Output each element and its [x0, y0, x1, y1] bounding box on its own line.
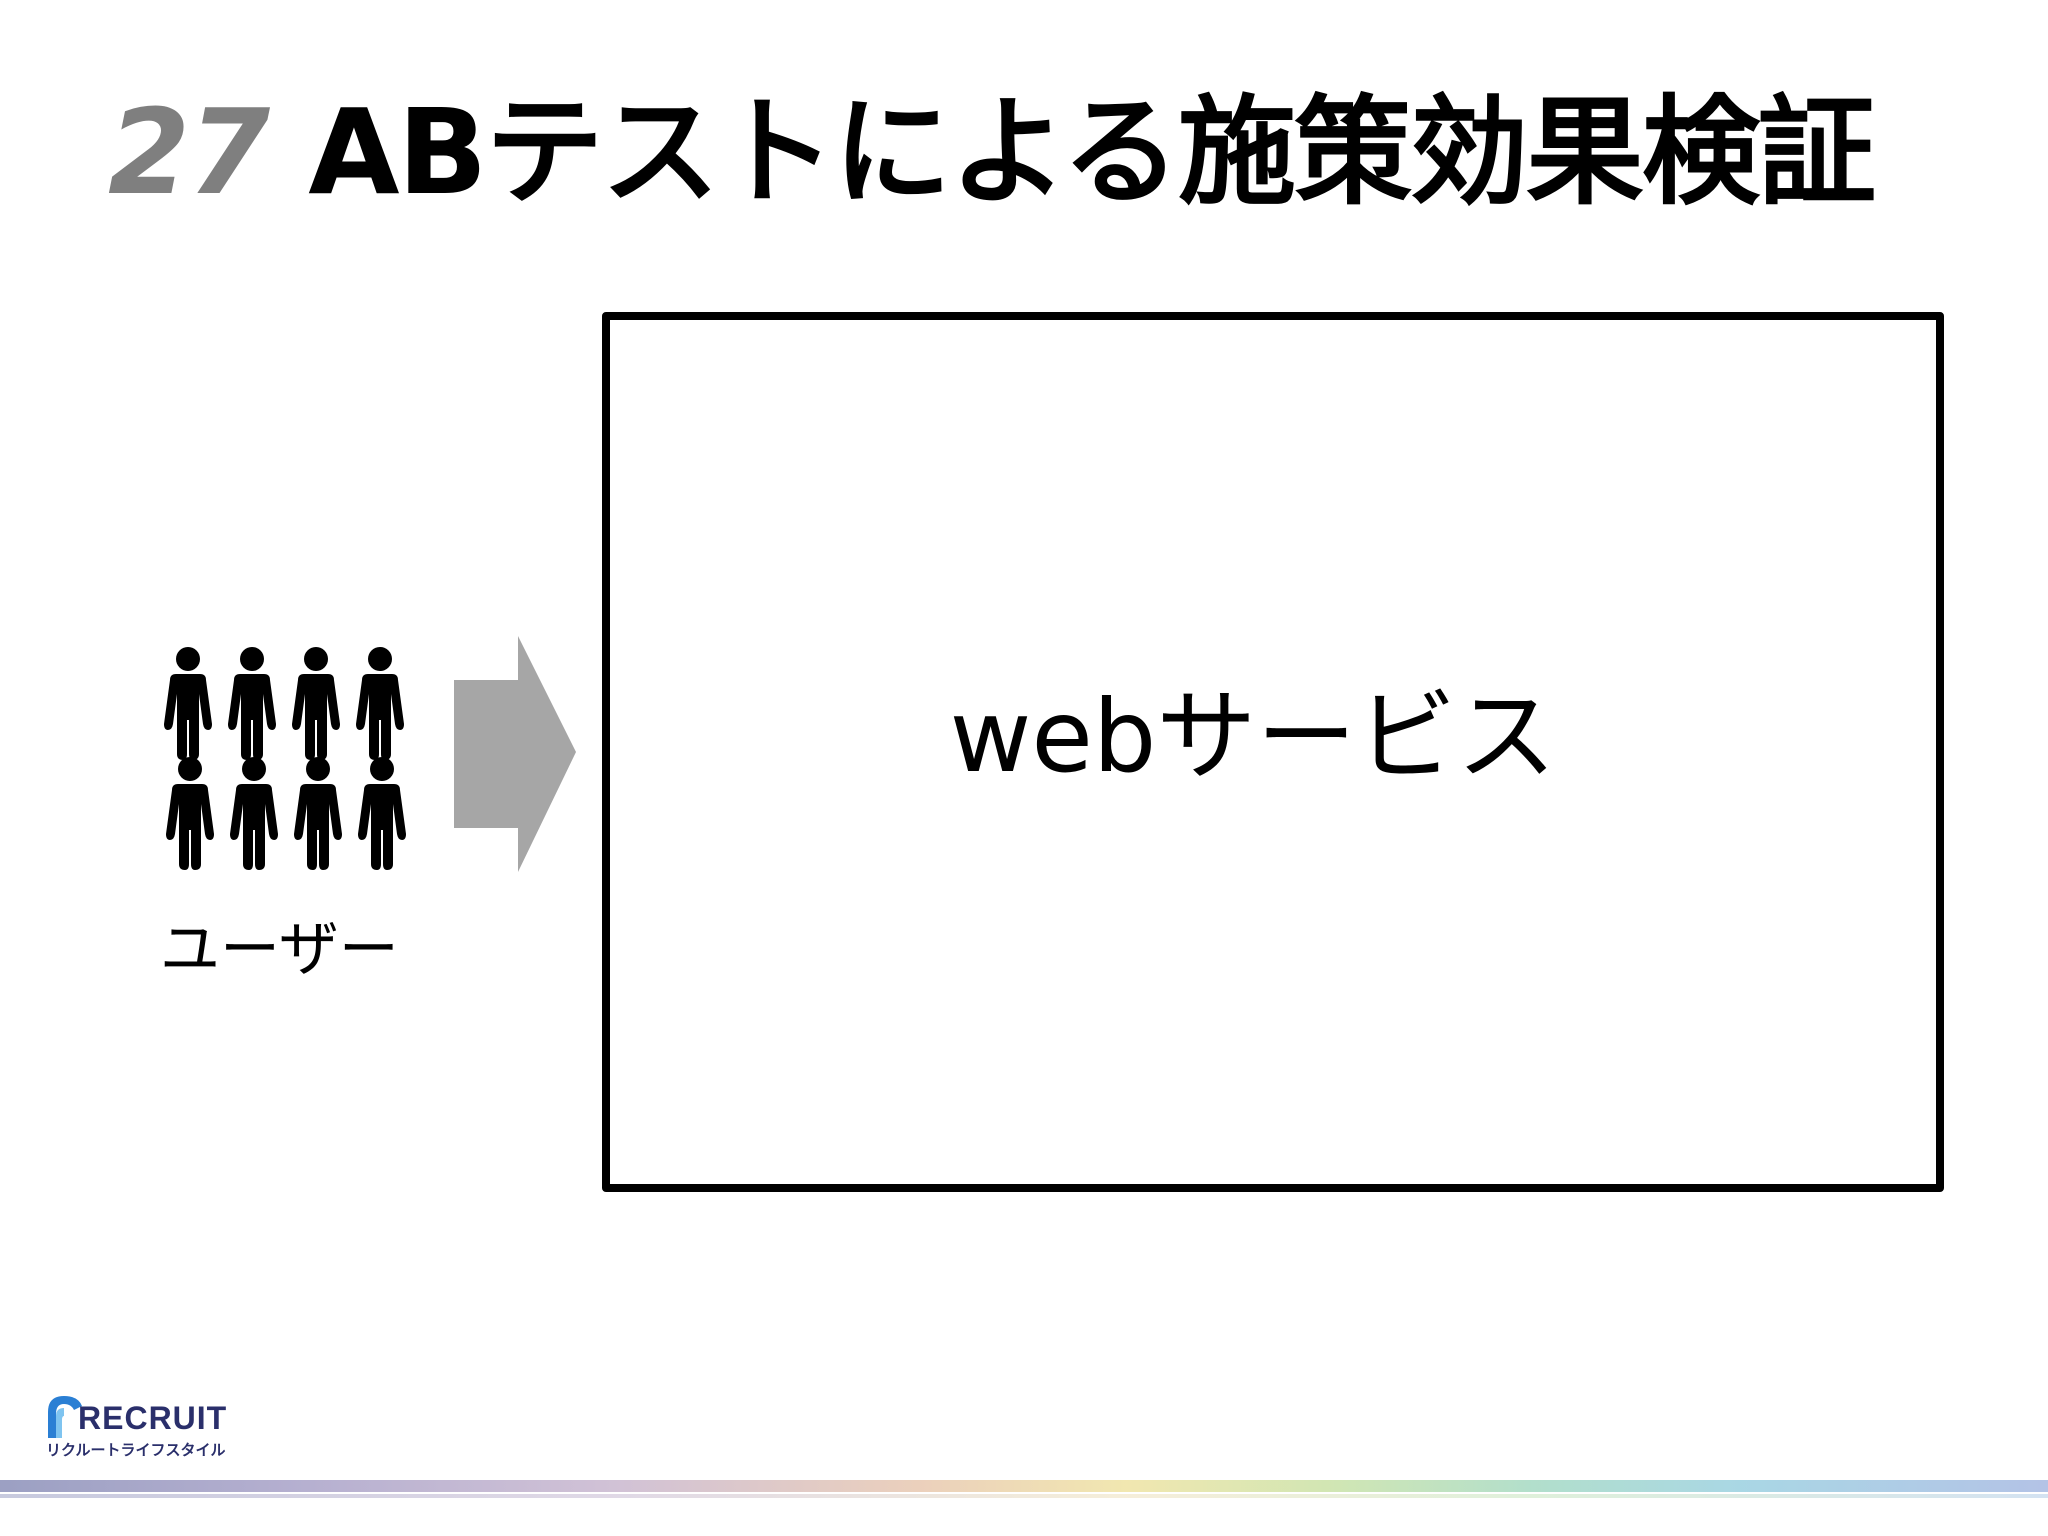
users-group [158, 644, 418, 874]
person-icon [164, 647, 212, 760]
slide-title-text: ABテストによる施策効果検証 [308, 83, 1876, 221]
recruit-logo: RECRUIT リクルートライフスタイル [44, 1388, 234, 1466]
web-service-box: webサービス [602, 312, 1944, 1192]
users-label: ユーザー [160, 915, 399, 985]
users-figure [164, 647, 406, 870]
arrow-right-icon [454, 636, 580, 878]
person-icon [356, 647, 404, 760]
recruit-logo-mark-icon [48, 1396, 82, 1438]
person-icon [228, 647, 276, 760]
footer-rainbow-line-secondary [0, 1494, 2048, 1498]
slide-number: 27 [108, 83, 270, 221]
slide-title: 27 ABテストによる施策効果検証 [108, 82, 1876, 222]
person-icon [292, 647, 340, 760]
person-icon [358, 757, 406, 870]
person-icon [294, 757, 342, 870]
footer-rainbow-line [0, 1480, 2048, 1492]
logo-sub-text: リクルートライフスタイル [46, 1441, 226, 1459]
logo-brand-text: RECRUIT [78, 1400, 228, 1436]
person-icon [230, 757, 278, 870]
web-service-label: webサービス [949, 678, 1557, 795]
person-icon [166, 757, 214, 870]
